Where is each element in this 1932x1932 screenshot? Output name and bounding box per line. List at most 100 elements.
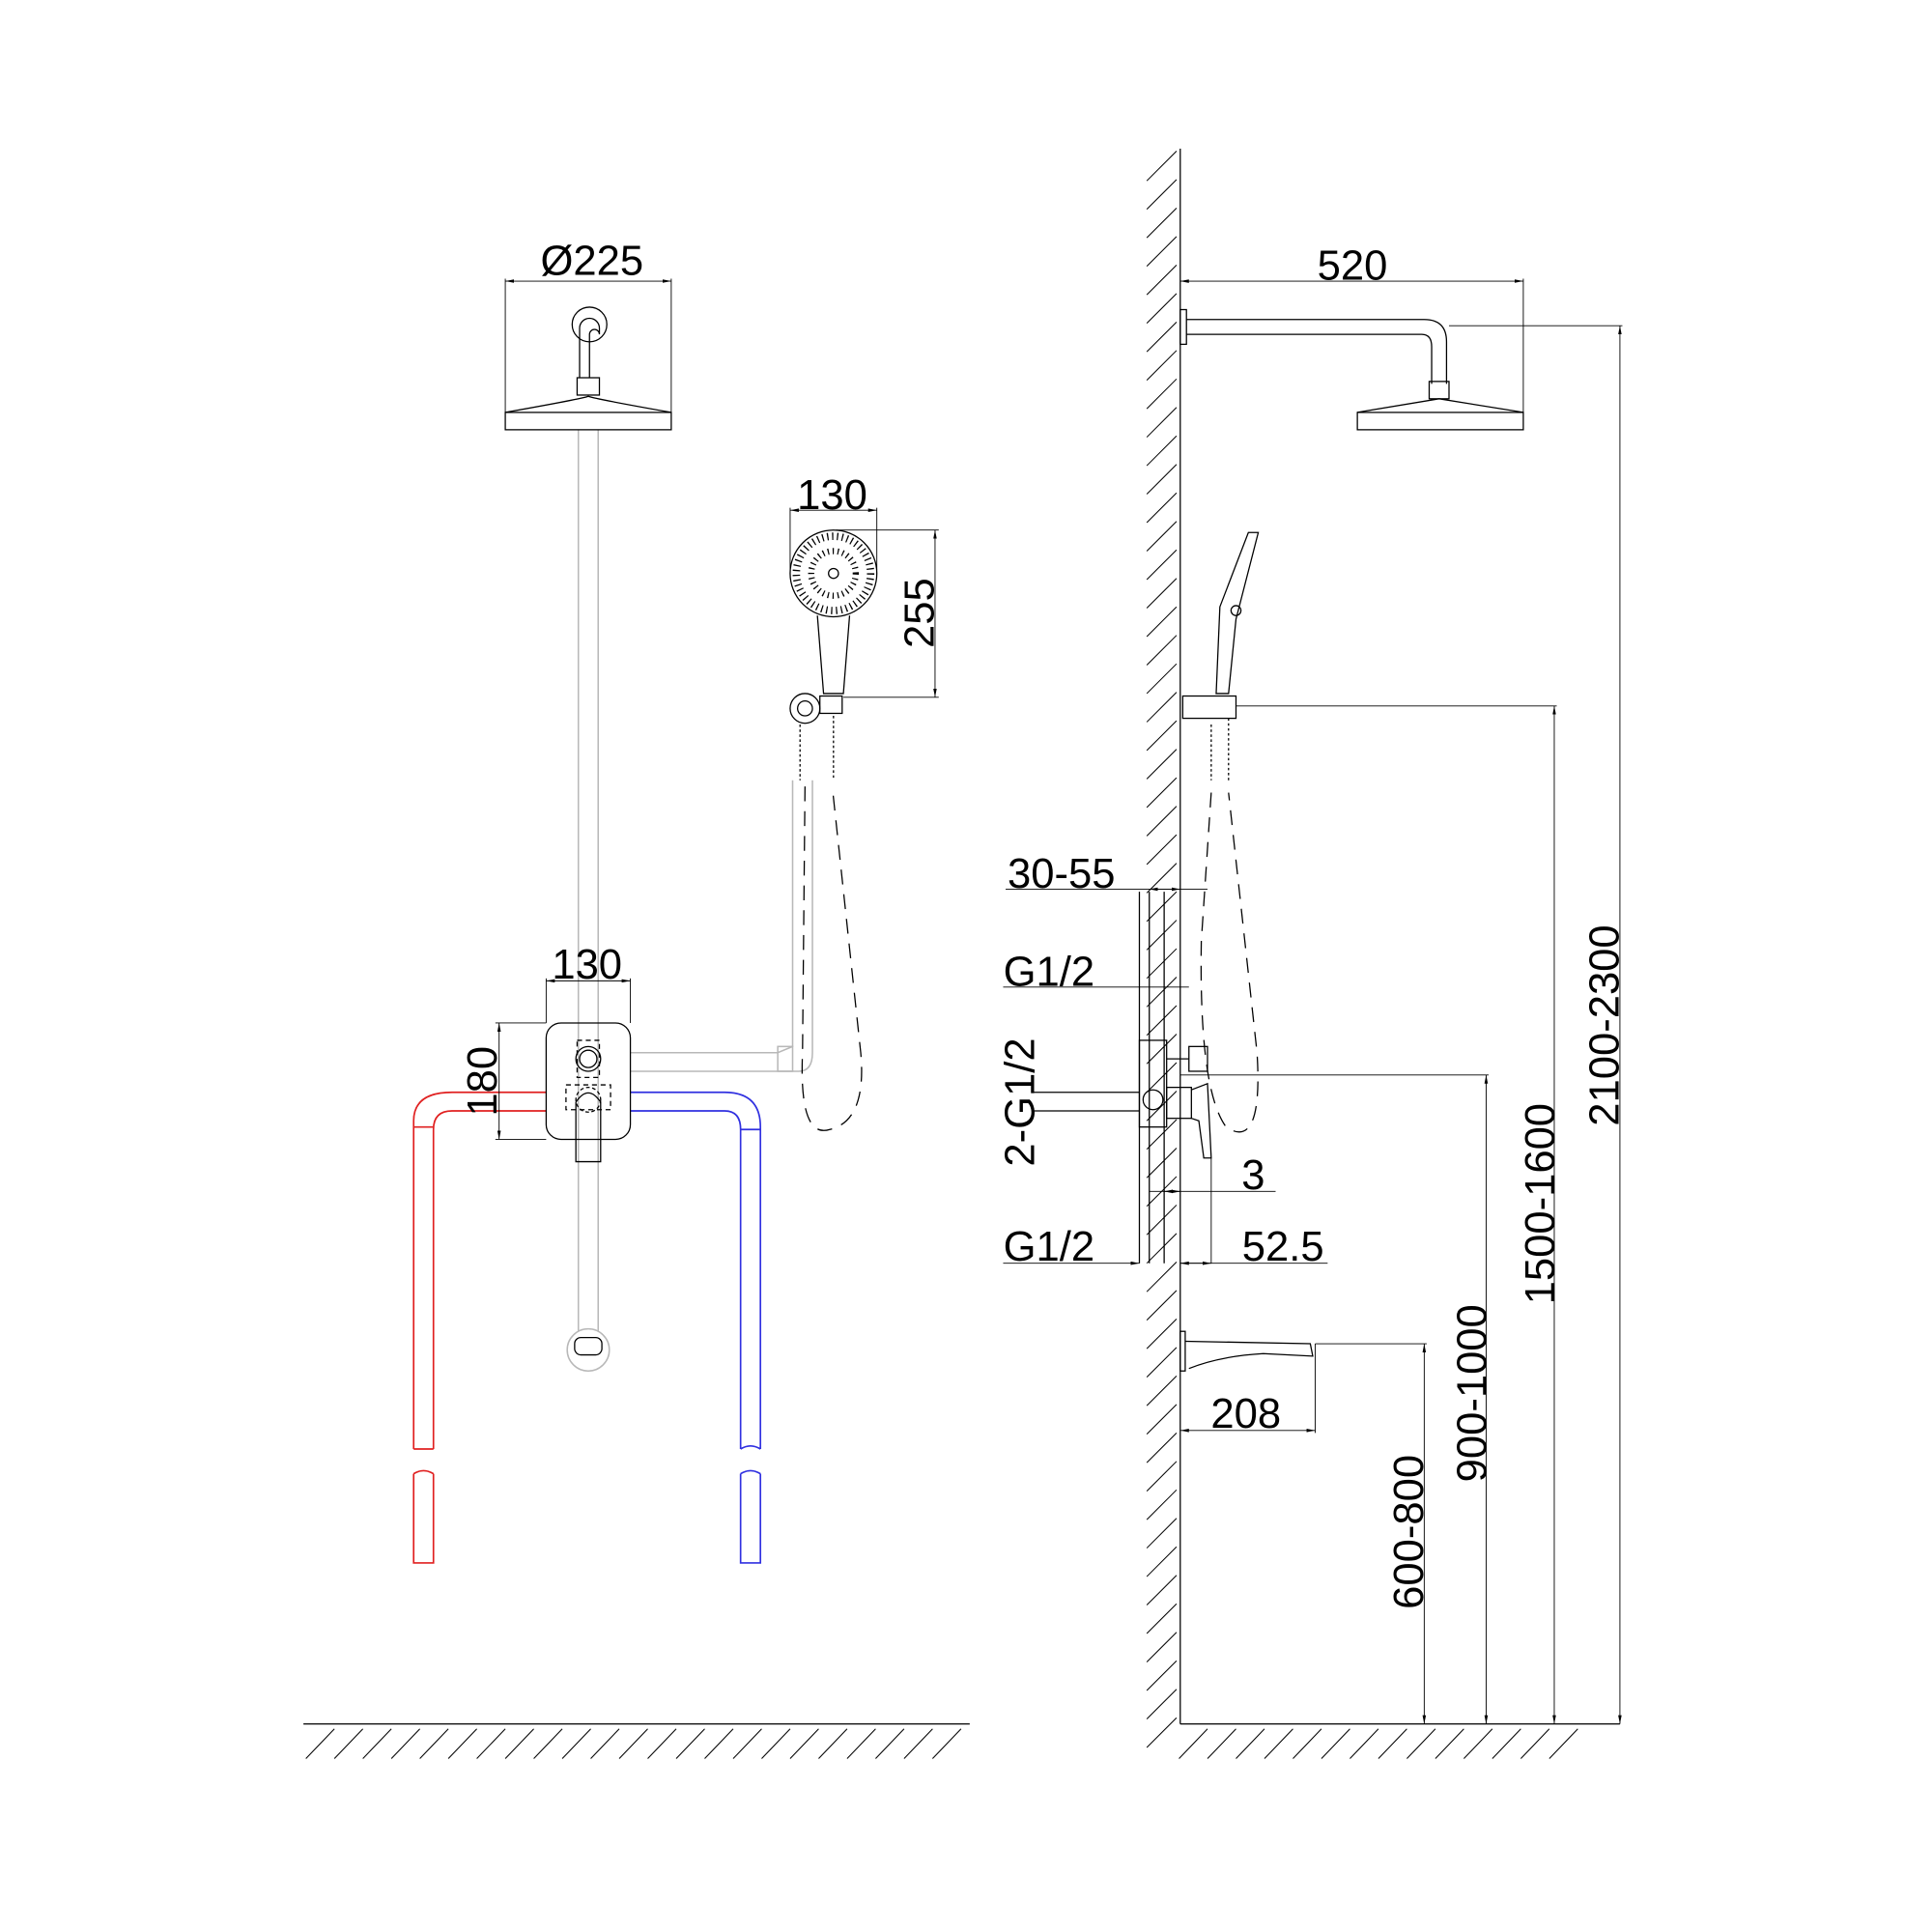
hatch-line: [333, 1728, 364, 1759]
dimension-wall-depth: 30-55: [1006, 851, 1208, 897]
front-view: Ø225: [303, 239, 970, 1759]
hatch-line: [1146, 151, 1178, 182]
dim-label: 900-1000: [1449, 1304, 1495, 1482]
hatch-line: [1146, 1404, 1178, 1435]
hatch-line: [390, 1728, 420, 1759]
hatch-line: [1146, 1489, 1178, 1520]
hatch-line: [1492, 1728, 1521, 1759]
hatch-line: [1146, 1148, 1178, 1179]
hatch-line: [476, 1728, 506, 1759]
dim-label: 1500-1600: [1518, 1103, 1564, 1304]
hatch-line: [1146, 1005, 1178, 1037]
hatch-line: [1146, 806, 1178, 837]
dimension-valve-height: 180: [460, 1022, 547, 1140]
tub-spout-side: [1179, 1330, 1314, 1372]
hatch-line: [1146, 948, 1178, 980]
hatch-line: [1146, 663, 1178, 695]
hatch-line: [533, 1728, 563, 1759]
dim-label: 30-55: [1008, 851, 1115, 897]
cold-water-pipe: [630, 1091, 762, 1564]
hatch-line: [1146, 1518, 1178, 1548]
hatch-line: [1146, 492, 1178, 524]
hatch-line: [1146, 1119, 1178, 1151]
hatch-line: [761, 1728, 791, 1759]
hatch-line: [903, 1728, 933, 1759]
dim-label: 130: [797, 472, 867, 519]
hatch-line: [1146, 350, 1178, 381]
dimension-gap: 3: [1149, 1152, 1276, 1199]
hatch-line: [1146, 1632, 1178, 1662]
hatch-line: [504, 1728, 534, 1759]
dimension-overhead-diameter: Ø225: [504, 239, 672, 412]
dimension-handshower-length: 255: [836, 529, 944, 698]
hatch-line: [704, 1728, 734, 1759]
hatch-line: [1378, 1728, 1407, 1759]
hatch-line: [1146, 1689, 1178, 1719]
hatch-line: [1146, 635, 1178, 666]
hatch-line: [875, 1728, 905, 1759]
hatch-line: [789, 1728, 819, 1759]
hatch-line: [1146, 1603, 1178, 1634]
side-view: 520 30-55: [998, 148, 1629, 1759]
dim-label: 600-800: [1386, 1455, 1433, 1609]
dimension-arm-length: 520: [1179, 243, 1524, 412]
mixer-valve-side: [1034, 892, 1212, 1264]
overhead-shower: [504, 306, 672, 1332]
hatch-line: [1146, 1717, 1178, 1748]
hatch-line: [1146, 1290, 1178, 1321]
hatch-line: [1146, 606, 1178, 638]
hatch-line: [1146, 1546, 1178, 1577]
dim-label: Ø225: [541, 239, 644, 285]
hatch-line: [618, 1728, 648, 1759]
hatch-line: [1146, 378, 1178, 410]
dimension-inlet-thread: 2-G1/2: [998, 1037, 1044, 1166]
hatch-line: [1146, 1461, 1178, 1492]
hatch-line: [1321, 1728, 1350, 1759]
dimension-plate-depth: 52.5: [1179, 1157, 1328, 1270]
dimension-valve-width: 130: [545, 942, 632, 1023]
hatch-line: [1146, 863, 1178, 894]
hatch-line: [1435, 1728, 1464, 1759]
hatch-line: [1146, 1233, 1178, 1264]
valve-handle: [575, 1092, 602, 1163]
hatch-line: [1146, 264, 1178, 296]
hatch-line: [1146, 208, 1178, 239]
hatch-line: [447, 1728, 477, 1759]
hatch-line: [1146, 435, 1178, 467]
dim-label: 520: [1318, 243, 1388, 290]
hatch-line: [1146, 720, 1178, 752]
hatch-line: [1146, 692, 1178, 723]
wall: [1146, 148, 1181, 1748]
hatch-line: [1146, 1375, 1178, 1406]
hatch-line: [1293, 1728, 1322, 1759]
hatch-line: [305, 1728, 335, 1759]
hatch-line: [1146, 407, 1178, 438]
handshower: [789, 529, 878, 1131]
hatch-line: [1146, 1062, 1178, 1094]
hatch-line: [1146, 1575, 1178, 1605]
hatch-line: [1146, 749, 1178, 780]
hatch-line: [1207, 1728, 1236, 1759]
hatch-line: [818, 1728, 848, 1759]
spout-outlet: [566, 1327, 611, 1372]
hatch-line: [1350, 1728, 1379, 1759]
hatch-line: [1146, 521, 1178, 552]
dimension-spout-length: 208: [1179, 1344, 1316, 1437]
dim-label: 255: [897, 578, 944, 648]
hot-water-pipe: [412, 1091, 547, 1564]
hatch-line: [362, 1728, 392, 1759]
hatch-line: [1146, 834, 1178, 866]
hatch-line: [590, 1728, 620, 1759]
hatch-line: [1146, 1432, 1178, 1463]
hatch-line: [1146, 179, 1178, 211]
handshower-side: [1181, 531, 1260, 1133]
hatch-line: [1146, 293, 1178, 324]
hatch-line: [647, 1728, 677, 1759]
hatch-line: [1146, 321, 1178, 353]
dimension-handshower-width: 130: [789, 472, 878, 570]
overhead-shower-side: [1179, 308, 1524, 431]
hatch-line: [1146, 236, 1178, 268]
floor-side: [1179, 1722, 1620, 1759]
hatch-line: [1146, 1660, 1178, 1691]
hatch-line: [1406, 1728, 1436, 1759]
